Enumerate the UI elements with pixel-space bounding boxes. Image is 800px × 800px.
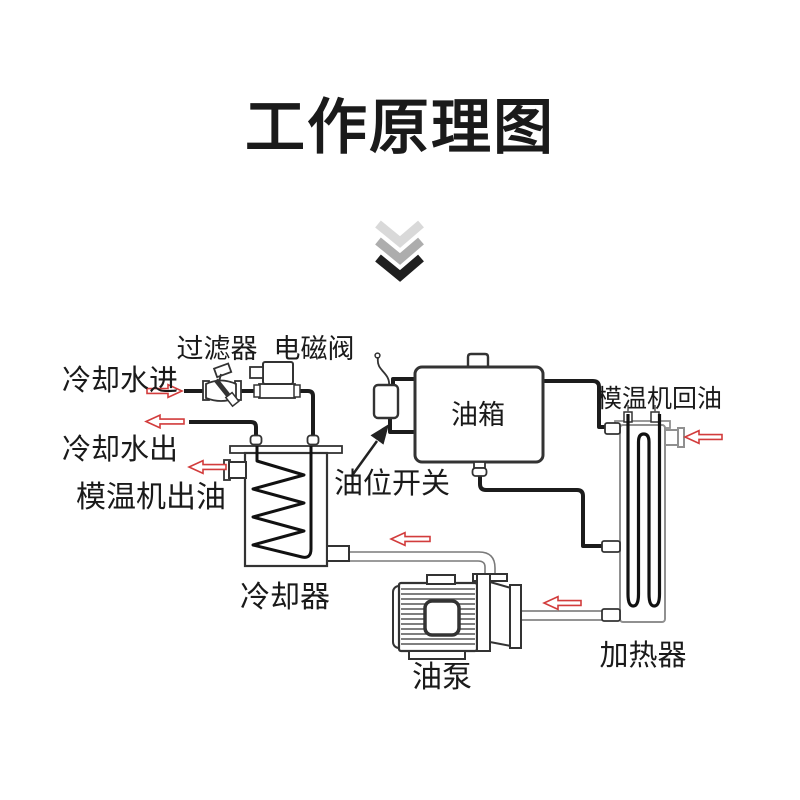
cooling-water-out-label: 冷却水出 xyxy=(62,433,178,466)
solenoid-connector xyxy=(249,366,264,379)
oil-return-cap xyxy=(677,427,685,448)
chevron-light xyxy=(375,220,424,248)
motor-junction-box xyxy=(423,599,461,637)
heater-top-fitting xyxy=(604,422,621,435)
heater-bottom-fitting xyxy=(601,608,621,622)
cooler-bottom-port xyxy=(326,545,350,562)
sensor-bottom-pipe xyxy=(388,417,416,434)
pump-volute xyxy=(489,580,512,648)
oil-tank xyxy=(413,352,545,477)
pointer-arrow-head xyxy=(370,424,389,445)
tank-bottom-fitting xyxy=(471,467,488,477)
machine-oil-out-label: 模温机出油 xyxy=(76,481,226,514)
flow-arrow-pump-to-cooler xyxy=(389,531,431,547)
valve-flange-left xyxy=(253,384,261,398)
cooling-water-inlet-pipe xyxy=(184,389,315,437)
filter-stem xyxy=(218,373,222,383)
solenoid-valve-icon xyxy=(249,361,301,399)
flow-arrow-water-out xyxy=(144,413,185,430)
cooling-water-outlet-pipe xyxy=(189,420,258,437)
flow-arrow-heater-to-pump xyxy=(542,595,582,611)
valve-body xyxy=(258,383,296,399)
cooling-coil xyxy=(251,446,313,559)
cooler xyxy=(223,434,350,568)
filter-label: 过滤器 xyxy=(177,334,258,364)
oil-level-switch-label: 油位开关 xyxy=(334,467,450,500)
solenoid-valve-label: 电磁阀 xyxy=(274,334,355,364)
filter-leg-cap xyxy=(224,391,240,408)
flow-arrows xyxy=(144,383,723,611)
motor-top-lug xyxy=(426,574,456,585)
oil-tank-label: 油箱 xyxy=(451,400,505,430)
flow-arrow-oil-return xyxy=(683,429,723,445)
oil-level-switch xyxy=(349,352,400,478)
heater-label: 加热器 xyxy=(599,639,686,672)
heater-to-pump-pipe xyxy=(520,610,604,621)
coil-coupling-right xyxy=(306,434,320,446)
tank-bottom-to-heater-pipe xyxy=(478,476,603,548)
motor-foot xyxy=(408,650,466,660)
sensor-top-pipe xyxy=(391,377,416,386)
solenoid-coil xyxy=(262,361,294,385)
wire-terminal xyxy=(374,352,381,359)
element-terminal-right xyxy=(650,411,660,423)
flow-arrow-water-in xyxy=(146,383,184,399)
pump-bracket xyxy=(476,573,491,652)
oil-return-stub xyxy=(664,429,680,446)
level-switch-body xyxy=(372,383,400,420)
diagram-labels: 过滤器 电磁阀 冷却水进 冷却水出 模温机出油 油位开关 油箱 模温机回油 冷却… xyxy=(62,334,722,694)
oil-outlet-stub xyxy=(228,461,247,479)
chevron-dark xyxy=(375,254,424,282)
cooler-label: 冷却器 xyxy=(240,581,330,614)
coil-coupling-left xyxy=(249,434,263,446)
heating-elements xyxy=(626,414,662,608)
chevron-medium xyxy=(375,237,424,265)
heater xyxy=(601,405,685,623)
flow-arrow-oil-out xyxy=(187,459,227,475)
tank-filler-neck xyxy=(466,352,490,368)
chevron-down-icon xyxy=(375,220,424,282)
oil-pump-label: 油泵 xyxy=(412,661,472,694)
filter-icon xyxy=(202,362,242,408)
filter-top-cap xyxy=(212,362,233,379)
heater-mid-fitting xyxy=(601,540,621,553)
level-switch-wire xyxy=(376,356,390,386)
tank-to-heater-top-pipe xyxy=(543,379,606,429)
valve-flange-right xyxy=(293,384,301,398)
machine-oil-return-label: 模温机回油 xyxy=(597,385,722,413)
heater-vessel xyxy=(619,424,666,623)
pointer-arrow-shaft xyxy=(349,440,379,478)
pump-suction-flange xyxy=(509,584,522,649)
page-title: 工作原理图 xyxy=(245,94,555,161)
pipes xyxy=(184,377,606,548)
oil-pump xyxy=(392,573,522,660)
cooling-water-in-label: 冷却水进 xyxy=(62,364,178,397)
